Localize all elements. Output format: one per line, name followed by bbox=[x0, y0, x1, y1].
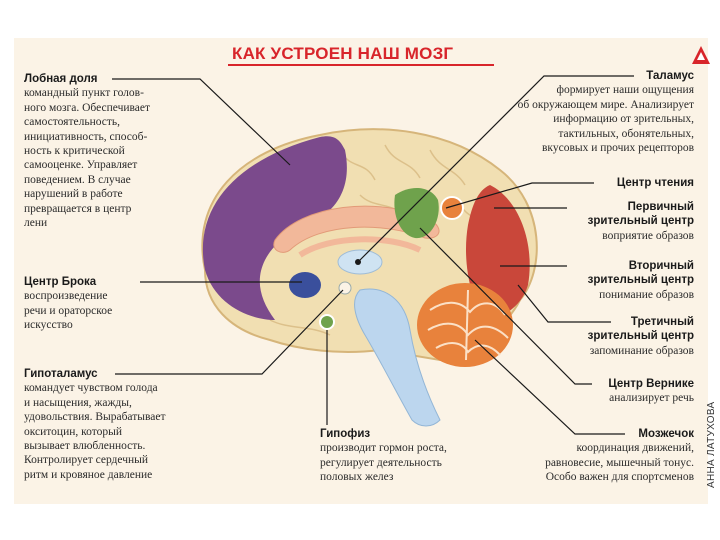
label-frontal-heading: Лобная доля bbox=[24, 73, 98, 85]
leader-reading bbox=[445, 182, 594, 209]
label-reading: Центр чтения bbox=[617, 176, 694, 190]
label-frontal-line: командный пункт голов- bbox=[24, 87, 144, 100]
label-wernicke-line: анализирует речь bbox=[609, 392, 694, 405]
label-tertiary-heading: зрительный центр bbox=[587, 330, 694, 343]
label-wernicke: Центр Вернике анализирует речь bbox=[608, 377, 694, 406]
label-hypothalamus-line: ритм и кровяное давление bbox=[24, 468, 153, 481]
label-wernicke-heading: Центр Вернике bbox=[608, 378, 694, 390]
label-primary-heading: зрительный центр bbox=[587, 215, 694, 228]
label-broca: Центр Брока воспроизведение речи и орато… bbox=[24, 275, 112, 333]
label-thalamus: Таламус формирует наши ощущения об окруж… bbox=[518, 69, 694, 155]
publisher-logo-icon bbox=[692, 46, 710, 64]
leader-cerebellum bbox=[474, 339, 625, 435]
reading-center bbox=[394, 188, 439, 239]
label-broca-line: речи и ораторское bbox=[24, 304, 113, 317]
leader-lines bbox=[112, 75, 634, 435]
cerebellum-folds bbox=[427, 289, 509, 361]
wernicke-area bbox=[440, 196, 464, 220]
label-frontal: Лобная доля командный пункт голов- ного … bbox=[24, 72, 150, 230]
inner-arc bbox=[298, 236, 422, 258]
label-pituitary-line: регулирует деятельность bbox=[320, 456, 442, 469]
label-cerebellum-line: Особо важен для спортсменов bbox=[545, 471, 694, 484]
label-secondary-heading: зрительный центр bbox=[587, 274, 694, 287]
label-hypothalamus-line: вызывает влюбленность. bbox=[24, 440, 146, 453]
label-pituitary-line: производит гормон роста, bbox=[320, 442, 447, 455]
label-pituitary-line: половых желез bbox=[320, 471, 394, 484]
label-hypothalamus-line: и насыщения, жажды, bbox=[24, 396, 132, 409]
label-thalamus-line: об окружающем мире. Анализирует bbox=[517, 98, 694, 111]
leader-tertiary bbox=[517, 284, 611, 323]
label-frontal-line: инициативность, способ- bbox=[24, 130, 148, 143]
label-thalamus-heading: Таламус bbox=[646, 70, 694, 82]
label-primary-visual: Первичный зрительный центр воприятие обр… bbox=[588, 200, 694, 243]
label-tertiary-line: запоминание образов bbox=[589, 344, 694, 357]
label-secondary-heading: Вторичный bbox=[628, 260, 694, 272]
label-hypothalamus-line: командует чувством голода bbox=[24, 382, 158, 395]
label-thalamus-line: тактильных, обонятельных, bbox=[558, 127, 694, 140]
label-secondary-line: понимание образов bbox=[599, 288, 694, 301]
broca-area bbox=[289, 272, 321, 298]
label-primary-heading: Первичный bbox=[627, 201, 694, 213]
label-broca-heading: Центр Брока bbox=[24, 276, 97, 288]
leader-hypothalamus bbox=[115, 289, 344, 375]
label-frontal-line: поведением. В случае bbox=[24, 173, 131, 186]
label-frontal-line: ность к критической bbox=[24, 145, 125, 158]
label-thalamus-line: информацию от зрительных, bbox=[553, 113, 694, 126]
thalamus-dot bbox=[355, 259, 361, 265]
label-hypothalamus: Гипоталамус командует чувством голода и … bbox=[24, 367, 166, 482]
label-primary-line: воприятие образов bbox=[602, 229, 694, 242]
label-thalamus-line: вкусовых и прочих рецепторов bbox=[541, 142, 694, 155]
title-underline bbox=[228, 64, 494, 66]
label-frontal-line: ного мозга. Обеспечивает bbox=[24, 101, 151, 114]
label-frontal-line: лени bbox=[24, 217, 48, 230]
leader-thalamus bbox=[359, 75, 634, 261]
label-hypothalamus-line: Контролирует сердечный bbox=[24, 454, 149, 467]
brainstem bbox=[354, 288, 441, 427]
label-frontal-line: нарушений в работе bbox=[24, 188, 123, 201]
label-cerebellum-heading: Мозжечок bbox=[638, 428, 694, 440]
label-secondary-visual: Вторичный зрительный центр понимание обр… bbox=[588, 259, 694, 302]
label-frontal-line: превращается в центр bbox=[24, 202, 132, 215]
label-cerebellum: Мозжечок координация движений, равновеси… bbox=[545, 427, 694, 485]
label-broca-line: воспроизведение bbox=[24, 290, 108, 303]
pituitary-gland bbox=[319, 314, 335, 330]
label-hypothalamus-heading: Гипоталамус bbox=[24, 368, 98, 380]
label-tertiary-visual: Третичный зрительный центр запоминание о… bbox=[588, 315, 694, 358]
frontal-lobe bbox=[202, 136, 347, 320]
label-thalamus-line: формирует наши ощущения bbox=[556, 84, 694, 97]
leader-wernicke bbox=[419, 227, 592, 385]
label-frontal-line: самостоятельность, bbox=[24, 116, 121, 129]
label-cerebellum-line: равновесие, мышечный тонус. bbox=[545, 456, 694, 469]
label-broca-line: искусство bbox=[24, 319, 73, 332]
label-hypothalamus-line: окситоцин, который bbox=[24, 425, 123, 438]
page-title: КАК УСТРОЕН НАШ МОЗГ bbox=[232, 44, 454, 63]
label-cerebellum-line: координация движений, bbox=[576, 442, 694, 455]
leader-frontal bbox=[112, 78, 291, 166]
label-tertiary-heading: Третичный bbox=[630, 316, 694, 328]
label-pituitary-heading: Гипофиз bbox=[320, 428, 371, 440]
label-hypothalamus-line: удовольствия. Вырабатывает bbox=[24, 411, 166, 424]
label-pituitary: Гипофиз производит гормон роста, регулир… bbox=[320, 427, 447, 485]
label-reading-heading: Центр чтения bbox=[616, 177, 694, 189]
label-frontal-line: самооценке. Управляет bbox=[24, 159, 138, 172]
